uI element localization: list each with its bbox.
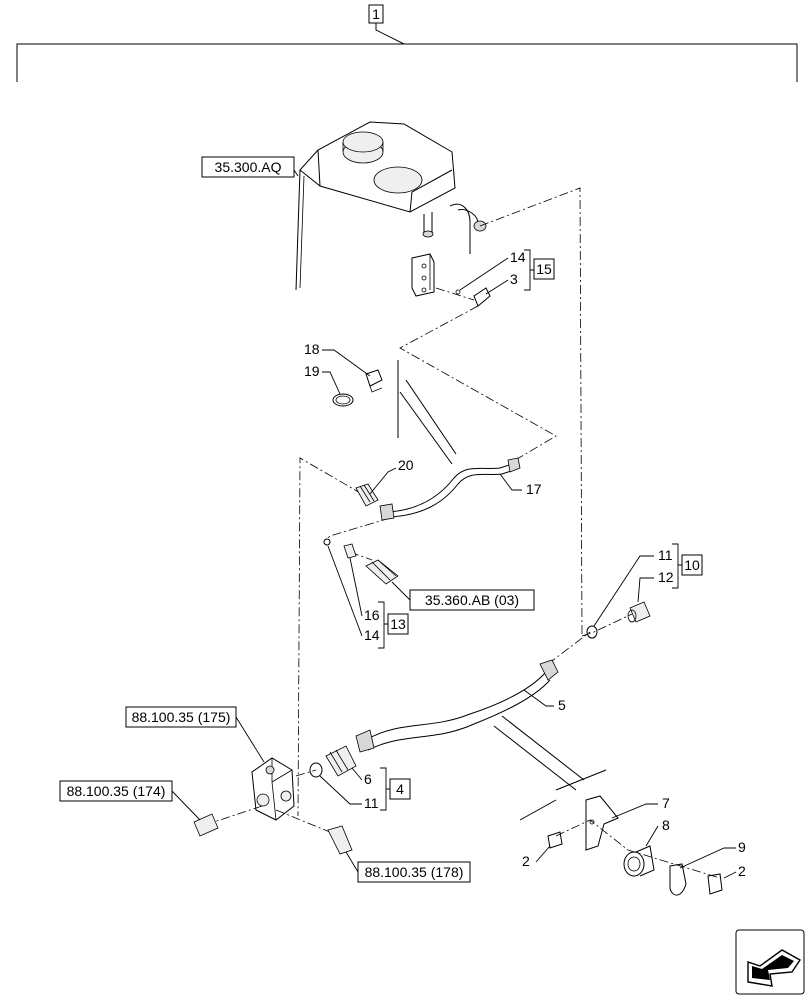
callout-6: 6 xyxy=(364,771,372,787)
kit-13: 13 xyxy=(378,601,409,649)
fitting-6 xyxy=(325,745,357,777)
bolt-2-left xyxy=(547,831,563,849)
callout-9: 9 xyxy=(738,839,746,855)
break-symbol-lower xyxy=(493,715,607,821)
ref-valve-left: 88.100.35 (174) xyxy=(59,780,201,821)
kit-13-label: 13 xyxy=(390,616,406,632)
grommet-8 xyxy=(623,845,655,877)
ref-coupler-label: 35.360.AB (03) xyxy=(425,592,519,608)
callouts: 14 3 18 19 20 17 16 14 11 12 5 6 11 7 8 … xyxy=(304,249,746,879)
ref-tank: 35.300.AQ xyxy=(201,156,299,178)
clip-18 xyxy=(365,369,383,393)
callout-16: 16 xyxy=(364,607,380,623)
adapter-16 xyxy=(343,543,357,559)
callout-11-low: 11 xyxy=(364,795,379,811)
ref-tank-label: 35.300.AQ xyxy=(215,159,282,175)
valve-body xyxy=(251,757,295,821)
o-ring-19 xyxy=(332,393,354,407)
manifold-block xyxy=(411,253,435,297)
hose-17 xyxy=(379,457,521,521)
callout-5: 5 xyxy=(558,697,566,713)
callout-20: 20 xyxy=(398,457,414,473)
callout-3: 3 xyxy=(510,271,518,287)
assembly-ref-label: 1 xyxy=(372,6,380,22)
callout-18: 18 xyxy=(304,341,320,357)
callout-11-right: 11 xyxy=(658,547,673,563)
callout-14-top: 14 xyxy=(510,249,526,265)
callout-14-mid: 14 xyxy=(364,627,380,643)
fitting-20 xyxy=(355,483,379,507)
seal-11-low xyxy=(309,762,323,778)
callout-19: 19 xyxy=(304,363,320,379)
assembly-bracket: 1 xyxy=(16,4,798,82)
next-page-arrow-icon[interactable] xyxy=(735,929,805,995)
callout-8: 8 xyxy=(662,817,670,833)
ref-valve-bottom-label: 88.100.35 (178) xyxy=(365,864,464,880)
kit-4-label: 4 xyxy=(396,781,404,797)
clamp-9 xyxy=(669,863,687,896)
kit-10: 10 xyxy=(672,543,703,589)
coupler-part xyxy=(365,559,399,585)
ref-valve-top-label: 88.100.35 (175) xyxy=(132,709,231,725)
ref-valve-top: 88.100.35 (175) xyxy=(125,706,265,763)
seal-14-mid xyxy=(323,538,331,546)
adapter-12 xyxy=(627,601,651,623)
callout-12: 12 xyxy=(658,569,674,585)
break-symbol-upper xyxy=(397,360,457,465)
callout-2-right: 2 xyxy=(738,863,746,879)
seal-11-right xyxy=(586,625,598,639)
fitting-3 xyxy=(455,287,491,307)
bolt-2-right xyxy=(707,873,723,895)
guide-lines xyxy=(213,187,721,879)
callout-7: 7 xyxy=(662,795,670,811)
plug-bottom xyxy=(327,825,353,855)
ref-valve-bottom: 88.100.35 (178) xyxy=(345,851,471,883)
kit-10-label: 10 xyxy=(684,557,700,573)
kit-4: 4 xyxy=(380,767,411,811)
ref-valve-left-label: 88.100.35 (174) xyxy=(67,783,166,799)
hose-5 xyxy=(355,659,559,753)
ref-coupler: 35.360.AB (03) xyxy=(391,581,535,611)
hydraulic-tank xyxy=(295,121,487,291)
kit-15: 15 xyxy=(524,249,555,291)
kit-15-label: 15 xyxy=(536,261,552,277)
callout-17: 17 xyxy=(526,481,542,497)
callout-2-left: 2 xyxy=(522,853,530,869)
bracket-7 xyxy=(585,795,619,851)
